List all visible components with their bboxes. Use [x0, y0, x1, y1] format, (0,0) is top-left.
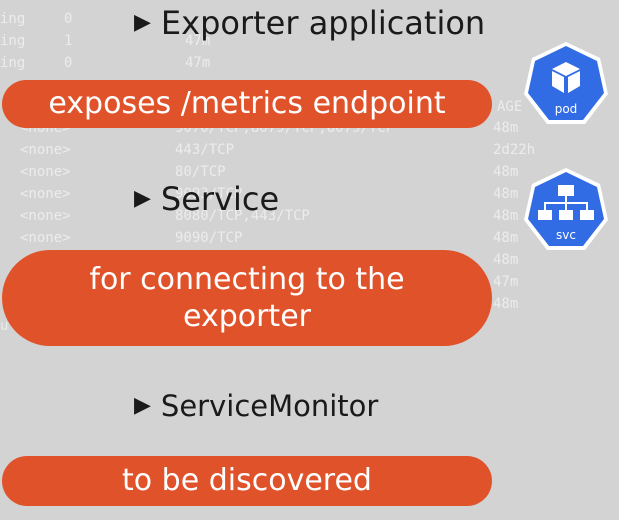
terminal-count: 0: [64, 55, 73, 71]
heading-servicemonitor: ▶ ServiceMonitor: [134, 388, 378, 424]
terminal-age: 48m: [493, 208, 519, 224]
terminal-status: ing: [0, 11, 26, 27]
heading-text: Exporter application: [160, 4, 486, 42]
pill-for-connecting: for connecting to the exporter: [2, 250, 492, 346]
pod-icon-label: pod: [555, 102, 578, 116]
heading-service: ▶ Service: [134, 180, 279, 218]
terminal-count: 1: [64, 33, 73, 49]
terminal-age: 47m: [493, 274, 519, 290]
pod-icon: pod: [524, 42, 608, 124]
pill-text-line-2: exporter: [183, 299, 311, 334]
bullet-triangle-icon: ▶: [134, 186, 151, 211]
terminal-ports: 9093/TCP: [175, 186, 243, 202]
terminal-age: 48m: [493, 296, 519, 312]
bullet-triangle-icon: ▶: [134, 10, 151, 35]
terminal-ip: <none>: [20, 142, 71, 158]
terminal-ip: <none>: [20, 164, 71, 180]
terminal-fragment: u: [0, 318, 9, 334]
terminal-age: 47m: [185, 33, 211, 49]
terminal-ip: <none>: [20, 230, 71, 246]
terminal-status: ing: [0, 33, 26, 49]
terminal-age: 48m: [493, 252, 519, 268]
pill-text-line-1: for connecting to the: [89, 261, 405, 297]
bullet-triangle-icon: ▶: [134, 393, 151, 418]
terminal-age: 48m: [493, 186, 519, 202]
terminal-ports: 8080/TCP,443/TCP: [175, 208, 310, 224]
pill-exposes-metrics: exposes /metrics endpoint: [2, 80, 492, 128]
svc-icon-label: svc: [556, 228, 576, 242]
terminal-age: 48m: [493, 120, 519, 136]
terminal-age: 48m: [493, 230, 519, 246]
terminal-ip: <none>: [20, 208, 71, 224]
terminal-status: ing: [0, 55, 26, 71]
terminal-age: 2d22h: [493, 142, 536, 158]
heading-text: Service: [160, 180, 280, 218]
svc-icon: svc: [524, 168, 608, 250]
terminal-header: AGE: [497, 99, 523, 115]
pill-text: to be discovered: [122, 463, 372, 499]
terminal-age: 47m: [185, 55, 211, 71]
terminal-ports: 443/TCP: [175, 142, 235, 158]
terminal-count: 0: [64, 11, 73, 27]
terminal-ports: 9090/TCP: [175, 230, 243, 246]
terminal-age: 48m: [493, 164, 519, 180]
pill-to-be-discovered: to be discovered: [2, 456, 492, 506]
terminal-ip: <none>: [20, 186, 71, 202]
terminal-ports: 80/TCP: [175, 164, 226, 180]
heading-text: ServiceMonitor: [160, 389, 379, 423]
pill-text: exposes /metrics endpoint: [48, 86, 446, 122]
heading-exporter-application: ▶ Exporter application: [134, 4, 485, 42]
